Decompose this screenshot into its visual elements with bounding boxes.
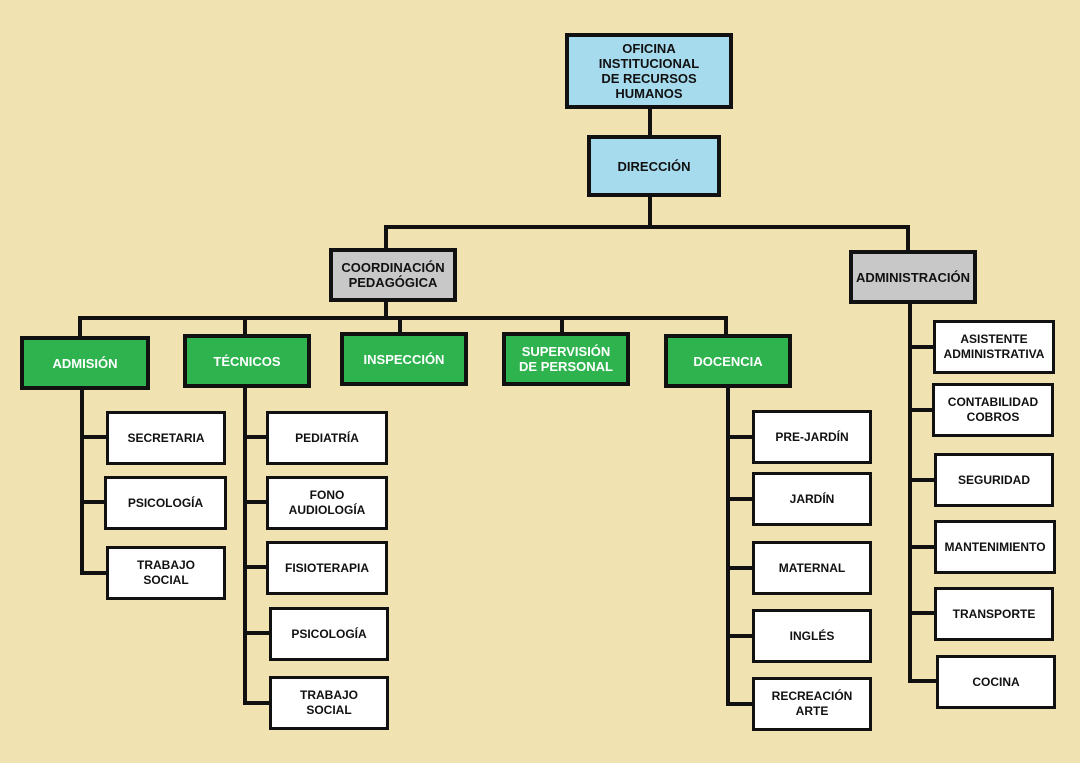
unit-fisioterapia: FISIOTERAPIA [266, 541, 388, 595]
unit-psicologia-tecnicos: PSICOLOGÍA [269, 607, 389, 661]
unit-recreacion-arte: RECREACIÓN ARTE [752, 677, 872, 731]
unit-pre-jardin: PRE-JARDÍN [752, 410, 872, 464]
unit-jardin: JARDÍN [752, 472, 872, 526]
unit-transporte: TRANSPORTE [934, 587, 1054, 641]
unit-ingles: INGLÉS [752, 609, 872, 663]
unit-fonoaudiologia: FONO AUDIOLOGÍA [266, 476, 388, 530]
node-direccion: DIRECCIÓN [587, 135, 721, 197]
node-inspeccion: INSPECCIÓN [340, 332, 468, 386]
unit-pediatria: PEDIATRÍA [266, 411, 388, 465]
unit-maternal: MATERNAL [752, 541, 872, 595]
unit-secretaria: SECRETARIA [106, 411, 226, 465]
node-tecnicos: TÉCNICOS [183, 334, 311, 388]
unit-seguridad: SEGURIDAD [934, 453, 1054, 507]
unit-asistente-administrativa: ASISTENTE ADMINISTRATIVA [933, 320, 1055, 374]
unit-trabajo-social-admision: TRABAJO SOCIAL [106, 546, 226, 600]
node-supervision-personal: SUPERVISIÓN DE PERSONAL [502, 332, 630, 386]
node-docencia: DOCENCIA [664, 334, 792, 388]
unit-trabajo-social-tecnicos: TRABAJO SOCIAL [269, 676, 389, 730]
unit-mantenimiento: MANTENIMIENTO [934, 520, 1056, 574]
unit-psicologia-admision: PSICOLOGÍA [104, 476, 227, 530]
node-admision: ADMISIÓN [20, 336, 150, 390]
unit-contabilidad-cobros: CONTABILIDAD COBROS [932, 383, 1054, 437]
node-coordinacion-pedagogica: COORDINACIÓN PEDAGÓGICA [329, 248, 457, 302]
node-oficina-recursos-humanos: OFICINA INSTITUCIONAL DE RECURSOS HUMANO… [565, 33, 733, 109]
unit-cocina: COCINA [936, 655, 1056, 709]
node-administracion: ADMINISTRACIÓN [849, 250, 977, 304]
